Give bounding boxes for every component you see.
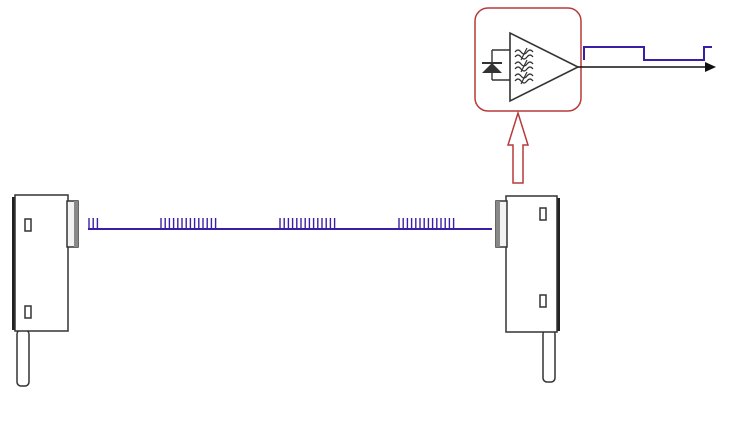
modulated-beam xyxy=(88,218,492,230)
arrow-up-icon xyxy=(506,110,530,184)
receiver-housing xyxy=(505,195,558,333)
receiver-slot-bottom xyxy=(539,294,547,308)
receiver xyxy=(495,195,560,383)
photodiode-icon xyxy=(482,49,512,81)
emitter-slot-top xyxy=(24,218,32,232)
receiver-slot-top xyxy=(539,207,547,221)
emitter xyxy=(12,194,79,387)
output-arrowhead xyxy=(705,62,716,72)
receiver-cable xyxy=(542,329,556,383)
emitter-slot-bottom xyxy=(24,305,32,319)
beam-pulse-bursts xyxy=(88,218,455,229)
amplifier-icon xyxy=(509,31,580,103)
filter-icon xyxy=(514,47,534,85)
output-waveform xyxy=(583,46,712,61)
photodiode-amplifier xyxy=(474,7,716,112)
emitter-housing xyxy=(14,194,69,332)
emitter-cable xyxy=(16,329,30,387)
